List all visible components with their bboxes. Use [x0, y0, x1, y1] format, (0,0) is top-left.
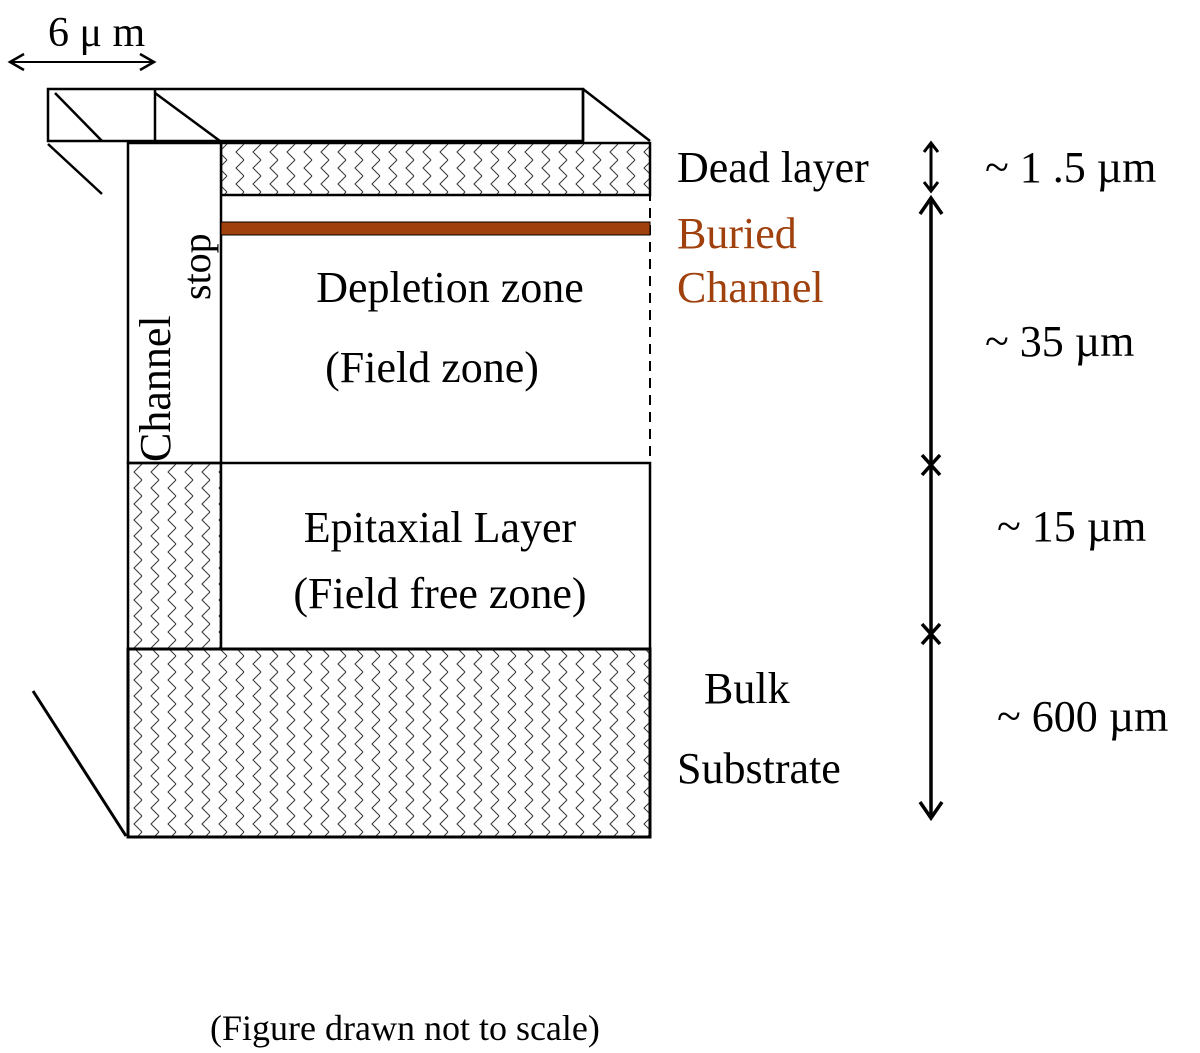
bulk-label-line1: Bulk	[704, 664, 790, 713]
epitaxial-layer-region	[219, 461, 652, 651]
buried-channel-bar	[220, 221, 651, 236]
perspective-line	[31, 690, 128, 837]
top-gate-structure	[46, 87, 651, 195]
dead-layer-thickness: ~ 1 .5 µm	[985, 143, 1156, 192]
buried-channel-label-line1: Buried	[677, 209, 797, 258]
bulk-substrate-region	[126, 647, 652, 839]
dead-layer-dimension-arrow	[922, 140, 940, 194]
dead-layer-region	[219, 141, 652, 197]
depletion-label-line1: Depletion zone	[316, 263, 584, 312]
scale-label: 6 μ m	[48, 10, 146, 56]
channel-stop-label-line1: Channel	[131, 315, 180, 462]
epitaxial-label-line1: Epitaxial Layer	[304, 503, 577, 552]
figure-caption: (Figure drawn not to scale)	[210, 1008, 600, 1048]
epitaxial-thickness: ~ 15 µm	[997, 502, 1146, 551]
buried-channel-label-line2: Channel	[677, 263, 824, 312]
depletion-thickness: ~ 35 µm	[985, 317, 1134, 366]
thickness-dimension-arrow	[918, 194, 944, 822]
bulk-thickness: ~ 600 µm	[997, 692, 1168, 741]
depletion-zone-region	[220, 194, 651, 464]
depletion-label-line2: (Field zone)	[325, 343, 539, 392]
epitaxial-label-line2: (Field free zone)	[293, 569, 586, 618]
bulk-label-line2: Substrate	[677, 744, 841, 793]
scale-arrow	[7, 52, 157, 72]
channel-stop-label-line2: stop	[174, 233, 219, 300]
dead-layer-label: Dead layer	[677, 143, 869, 192]
channel-stop-lower-region	[126, 461, 223, 651]
